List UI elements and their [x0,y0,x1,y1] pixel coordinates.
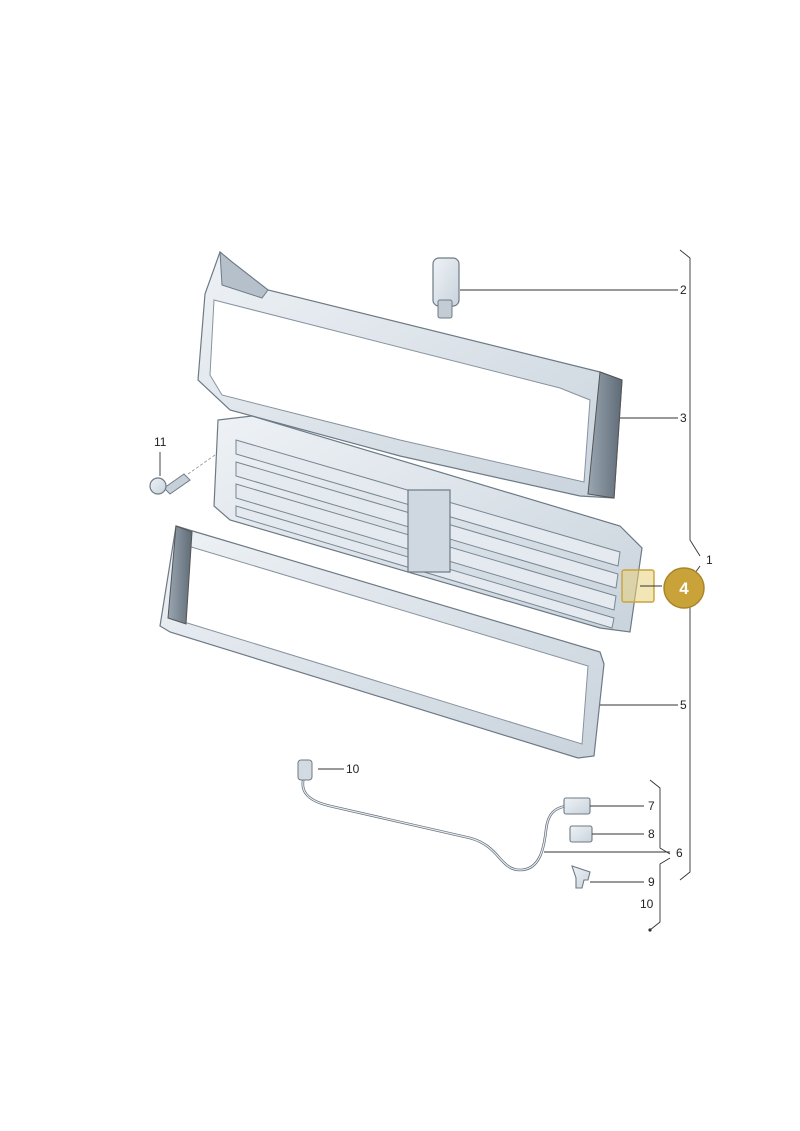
radiator-shutter-part [213,415,655,633]
callout-3: 3 [680,411,687,425]
sensor-part [432,257,460,319]
screw-part [149,454,216,495]
callout-2: 2 [680,283,687,297]
callout-5: 5 [680,698,687,712]
air-guide-lower-part [159,525,605,759]
callout-labels: 1 2 3 5 6 7 8 9 10 10 11 [154,283,713,911]
wiring-harness-part [297,759,567,872]
callout-10-bracket: 10 [640,897,654,911]
callout-1: 1 [706,553,713,567]
callout-7: 7 [648,799,655,813]
connector-part-7 [563,797,591,815]
leader-lines [159,249,701,932]
air-guide-upper-part [197,250,623,499]
callout-10-harness: 10 [346,762,360,776]
callout-8: 8 [648,827,655,841]
callout-4: 4 [679,579,689,598]
clip-part-9 [571,865,591,889]
callout-11: 11 [154,435,167,449]
callout-6: 6 [676,846,683,860]
callout-9: 9 [648,875,655,889]
highlight-badge-4[interactable]: 4 [663,567,705,609]
clip-part-8 [569,825,593,843]
